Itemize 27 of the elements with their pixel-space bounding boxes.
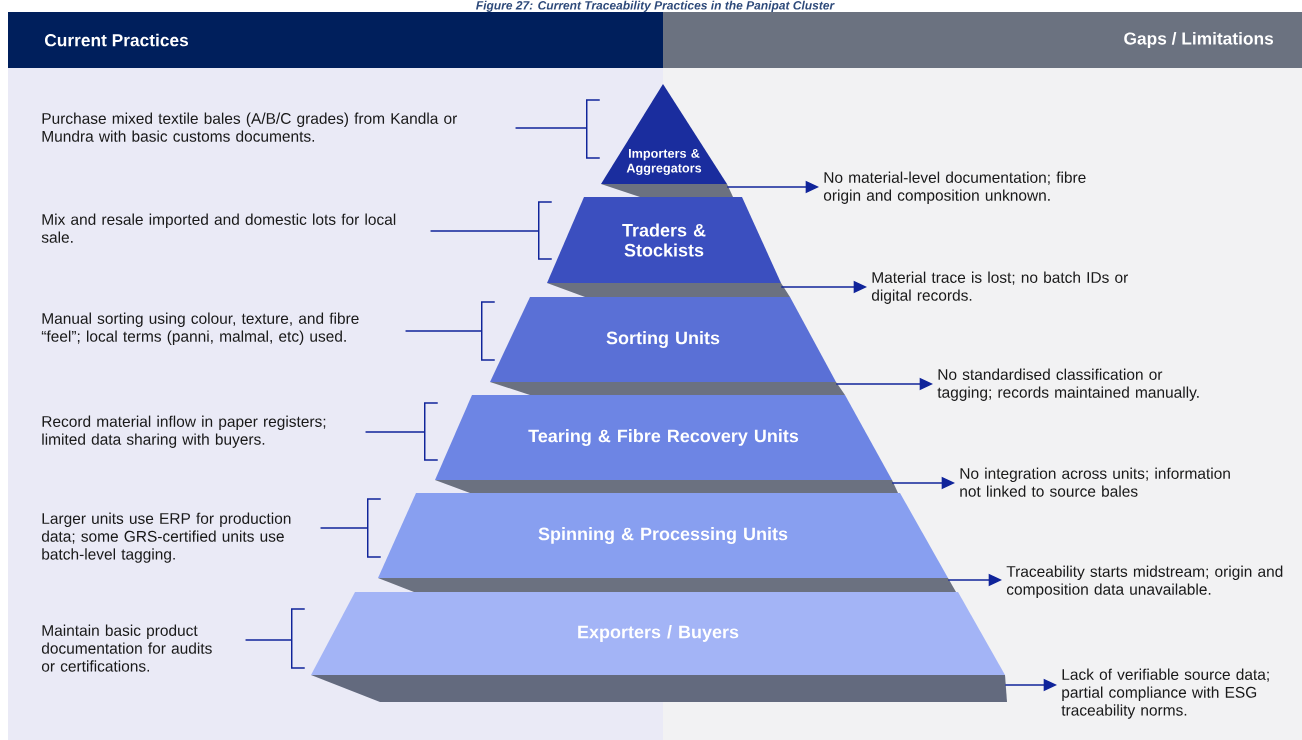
pyramid-tier: Importers & Aggregators [601, 84, 733, 197]
gap-text: No integration across units; information not linked to source bales [960, 467, 1230, 497]
practice-text: Purchase mixed textile bales (A/B/C grades) from Kandla or Mundra with basic customs documents. [42, 112, 457, 142]
leader-line [429, 201, 553, 260]
leader-line [364, 402, 439, 461]
gap-text: No material-level documentation; fibre origin and composition unknown. [823, 171, 1086, 204]
pyramid-tier: Traders & Stockists [547, 197, 790, 297]
pyramid-tier: Spinning & Processing Units [378, 493, 956, 592]
gap-text: No standardised classification or tagging; records maintained manually. [937, 368, 1199, 401]
pyramid-tier: Tearing & Fibre Recovery Units [435, 395, 898, 493]
leader-line [404, 301, 496, 361]
header-band: Gaps / Limitations [663, 12, 1302, 68]
leader-line [319, 498, 382, 558]
pyramid-tier: Exporters / Buyers [311, 592, 1007, 702]
practice-text: Mix and resale imported and domestic lots for local sale. [41, 213, 396, 243]
leader-line [514, 99, 601, 159]
practice-text: Manual sorting using colour, texture, and fibre “feel”; local terms (panni, malmal, etc) used. [41, 312, 359, 345]
gap-text: Traceability starts midstream; origin and composition data unavailable. [1006, 565, 1283, 598]
practice-text: Maintain basic product documentation for audits or certifications. [41, 624, 212, 672]
gap-text: Lack of verifiable source data; partial compliance with ESG traceability norms. [1061, 668, 1269, 719]
leader-line [244, 608, 306, 669]
figure-title: Figure 27: Current Traceability Practices in the Panipat Cluster [476, 0, 835, 12]
practice-text: Record material inflow in paper registers; limited data sharing with buyers. [42, 415, 326, 448]
pyramid-tier: Sorting Units [490, 297, 845, 395]
header-band: Current Practices [8, 12, 663, 68]
gap-text: Material trace is lost; no batch IDs or digital records. [871, 271, 1128, 304]
practice-text: Larger units use ERP for production data; some GRS-certified units use batch-level tagging. [41, 512, 291, 563]
